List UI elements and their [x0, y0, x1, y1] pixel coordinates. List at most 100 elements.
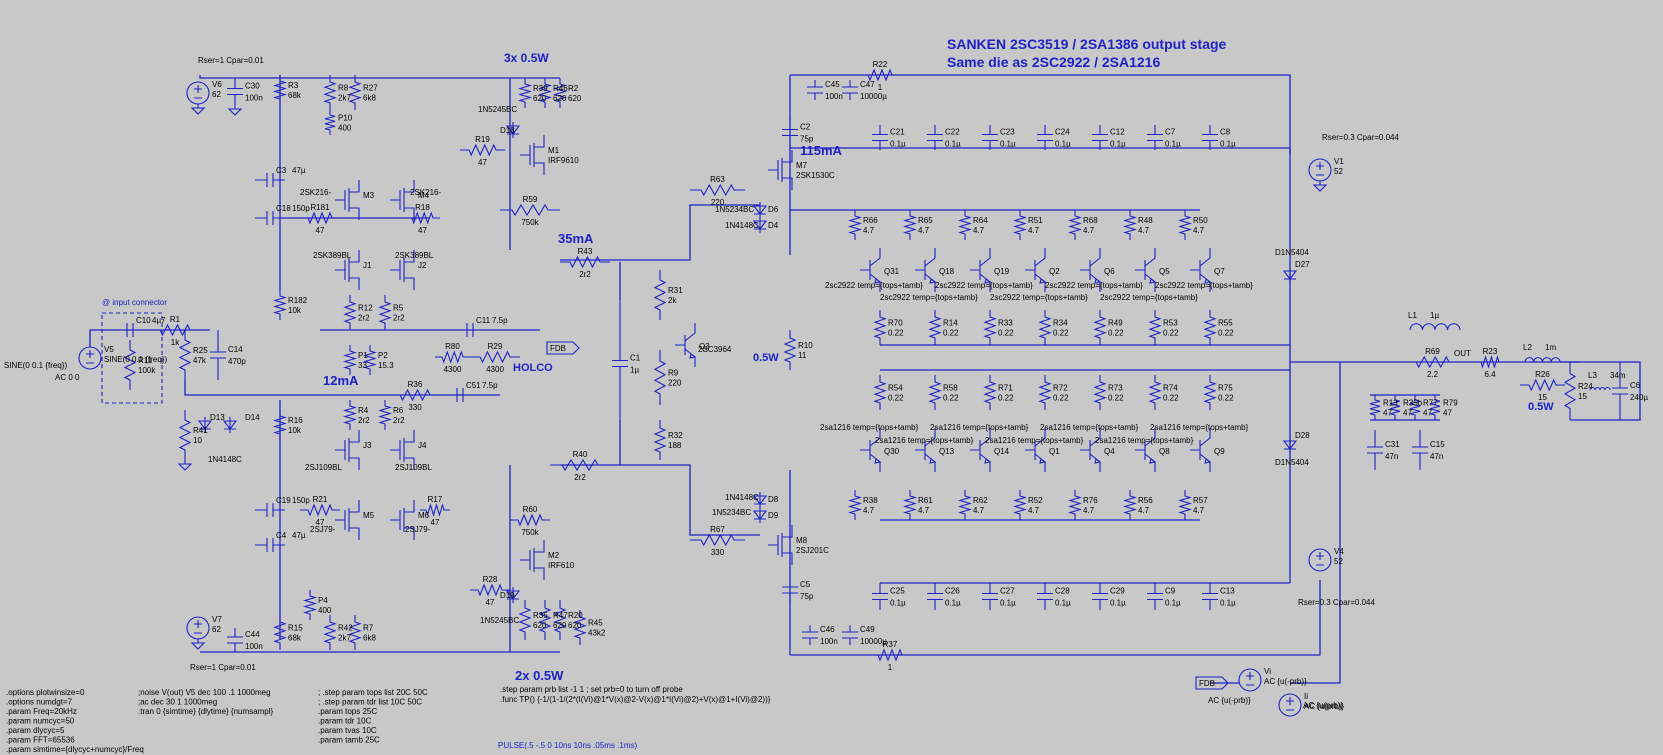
resistor-ref: R79: [1443, 399, 1458, 408]
transistor-q1: [1025, 428, 1047, 472]
v5-sine: SINE(0 0.1 {freq}): [4, 361, 67, 370]
resistor-r52: [1013, 490, 1027, 520]
resistor-r55: [1203, 310, 1217, 345]
resistor-value: 43k2: [588, 629, 606, 638]
capacitor-ref: C15: [1430, 440, 1445, 449]
capacitor-value: 100n: [820, 637, 838, 646]
resistor-value: 0.22: [1053, 394, 1069, 403]
resistor-r42: [323, 615, 337, 650]
pnp-model: 2sa1216 temp={tops+tamb}: [930, 423, 1029, 432]
capacitor-value: 0.1µ: [1055, 599, 1071, 608]
resistor-ref: R16: [288, 416, 303, 425]
capacitor-value: 4µ7: [152, 316, 166, 325]
capacitor-c29: [1092, 583, 1108, 610]
resistor-ref: R67: [710, 525, 725, 534]
resistor-r33: [983, 310, 997, 345]
resistor-value: 4.7: [1193, 226, 1205, 235]
transistor-q19: [970, 248, 992, 292]
transistor-ref: Q8: [1159, 447, 1170, 456]
resistor-value: 4.7: [1193, 506, 1205, 515]
resistor-value: 47: [1403, 409, 1412, 418]
resistor-value: 68k: [288, 634, 302, 643]
fet-model: 2SJ201C: [796, 546, 829, 555]
capacitor-ref: C51: [466, 381, 481, 390]
capacitor-value: 0.1µ: [1110, 140, 1126, 149]
inductor-ref: L1: [1408, 311, 1417, 320]
capacitor-ref: C47: [860, 80, 875, 89]
pnp-model: 2sa1216 temp={tops+tamb}: [875, 436, 974, 445]
resistor-ref: R47: [553, 611, 568, 620]
resistor-value: 47: [1423, 409, 1432, 418]
resistor-value: 2k7: [338, 94, 351, 103]
resistor-r17: [420, 503, 450, 517]
spice-directive-col4: .func TP() {-1/(1-1/(2*(I(Vi)@1*V(x)@2-V…: [500, 695, 771, 704]
d-model: 1N5234BC: [715, 205, 754, 214]
capacitor-ref: C13: [1220, 587, 1235, 596]
source-ref: V5: [104, 345, 114, 354]
resistor-ref: R10: [798, 341, 813, 350]
resistor-r20: [553, 600, 567, 640]
capacitor-c28: [1037, 583, 1053, 610]
transistor-q2: [1025, 248, 1047, 292]
resistor-r19: [460, 143, 505, 157]
annotation-115ma: 115mA: [800, 143, 843, 158]
resistor-value: 6k8: [363, 634, 376, 643]
diode-d27: [1282, 267, 1298, 283]
d-ref: D13: [210, 413, 225, 422]
resistor-r14: [928, 310, 942, 345]
resistor-ref: R73: [1108, 384, 1123, 393]
fet-model: 2SJ79-: [310, 525, 336, 534]
transistor-ref: Q30: [884, 447, 900, 456]
d-ref: D27: [1295, 260, 1310, 269]
d-ref: D19: [500, 591, 515, 600]
fet-ref: M4: [418, 191, 430, 200]
resistor-r34: [1038, 310, 1052, 345]
input-connector-box: [101, 312, 163, 404]
capacitor-c23: [982, 125, 998, 150]
capacitor-ref: C29: [1110, 587, 1125, 596]
resistor-value: 4.7: [918, 226, 930, 235]
resistor-ref: R12: [358, 304, 373, 313]
capacitor-ref: C23: [1000, 128, 1015, 137]
resistor-ref: R58: [943, 384, 958, 393]
fet-ref: M7: [796, 161, 808, 170]
annotation-35ma: 35mA: [558, 231, 594, 246]
transistor-ref: Q18: [939, 267, 955, 276]
resistor-ref: R63: [710, 175, 725, 184]
jfet-model: 2SK389BL: [395, 251, 434, 260]
capacitor-ref: C3: [276, 166, 287, 175]
transistor-ref: Q19: [994, 267, 1010, 276]
resistor-value: 330: [711, 548, 725, 557]
resistor-ref: R51: [1028, 216, 1043, 225]
resistor-ref: R55: [1218, 319, 1233, 328]
ground-symbol: [227, 105, 243, 116]
source-value: AC {u(prb)}: [1304, 702, 1344, 711]
capacitor-value: 47n: [1430, 452, 1443, 461]
capacitor-value: 0.1µ: [1165, 599, 1181, 608]
resistor-value: 6.4: [1484, 370, 1496, 379]
d-model: 1N5245BC: [480, 616, 519, 625]
fdb-net-label: [546, 341, 580, 355]
source-value: 52: [1334, 167, 1343, 176]
title-line-1: SANKEN 2SC3519 / 2SA1386 output stage: [947, 36, 1227, 52]
capacitor-c27: [982, 583, 998, 610]
pnp-model: 2sa1216 temp={tops+tamb}: [820, 423, 919, 432]
resistor-r66: [848, 210, 862, 240]
fet-m3: [335, 180, 360, 220]
resistor-ref: R17: [428, 495, 443, 504]
capacitor-c18: [255, 211, 285, 225]
capacitor-ref: C7: [1165, 128, 1176, 137]
npn-model: 2sc2922 temp={tops+tamb}: [935, 281, 1033, 290]
capacitor-ref: C30: [245, 82, 260, 91]
resistor-value: 750k: [521, 218, 539, 227]
resistor-value: 330: [408, 403, 422, 412]
resistor-value: 0.22: [943, 394, 959, 403]
wire: [1560, 361, 1641, 421]
wire: [184, 380, 320, 396]
resistor-value: 2.2: [1427, 370, 1439, 379]
jfet-model: 2SJ109BL: [305, 463, 342, 472]
resistor-ref: R39: [533, 84, 548, 93]
resistor-ref: R75: [1218, 384, 1233, 393]
resistor-value: 47: [1443, 409, 1452, 418]
resistor-r43: [560, 255, 610, 269]
